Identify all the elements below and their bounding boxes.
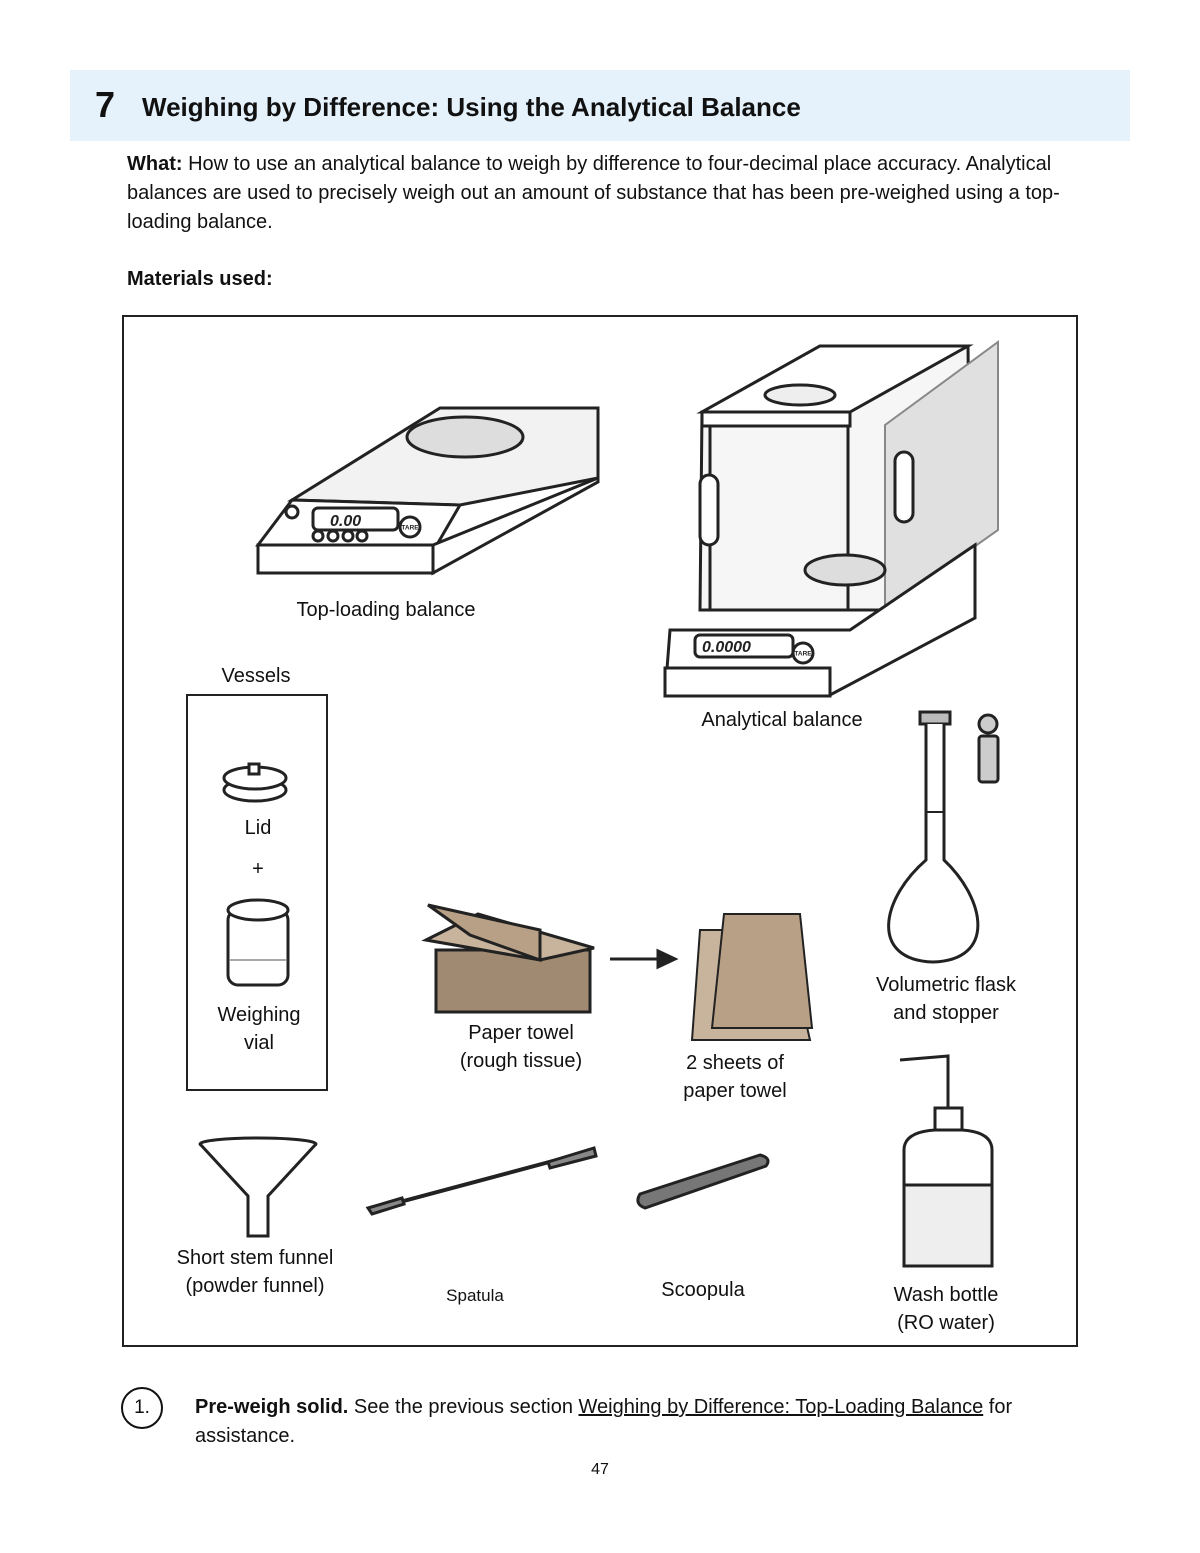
scoopula-illustration: [636, 1153, 770, 1210]
funnel-line2: (powder funnel): [185, 1275, 325, 1297]
step-1-text-before: See the previous section: [348, 1396, 579, 1418]
scoopula-label: Scoopula: [661, 1279, 745, 1301]
lid-label: Lid: [244, 817, 272, 839]
lid-illustration: [222, 762, 288, 803]
materials-heading: Materials used:: [127, 268, 273, 290]
flask-label: Volumetric flask and stopper: [876, 971, 1016, 1027]
section-number: 7: [95, 84, 116, 125]
analytical-balance-label: Analytical balance: [701, 709, 863, 731]
step-1-text: Pre-weigh solid. See the previous sectio…: [195, 1393, 1075, 1451]
weighing-vial-illustration: [226, 898, 290, 987]
arrow-head: [656, 948, 679, 970]
vessels-frame: [186, 694, 328, 1091]
section-header: 7 Weighing by Difference: Using the Anal…: [70, 70, 1130, 141]
funnel-line1: Short stem funnel: [176, 1247, 334, 1269]
materials-figure-frame: [122, 315, 1078, 1347]
two-sheets-illustration: [690, 913, 814, 1041]
two-sheets-label: 2 sheets of paper towel: [683, 1049, 786, 1105]
step-number-badge: 1.: [121, 1387, 163, 1429]
analytical-balance-illustration: TARE 0.0000: [663, 340, 999, 698]
page-number: 47: [591, 1461, 609, 1478]
funnel-illustration: [198, 1136, 318, 1238]
weighing-vial-label: Weighing vial: [217, 1001, 300, 1057]
what-text: How to use an analytical balance to weig…: [127, 153, 1060, 233]
top-loading-balance-label: Top-loading balance: [296, 599, 476, 621]
what-label: What:: [127, 153, 183, 175]
volumetric-flask-illustration: [887, 710, 980, 964]
flask-line1: Volumetric flask: [875, 974, 1017, 996]
wash-bottle-line2: (RO water): [897, 1312, 995, 1334]
analytical-display: 0.0000: [702, 639, 751, 656]
step-1-bold: Pre-weigh solid.: [195, 1396, 349, 1418]
paper-towel-illustration: [421, 903, 595, 1014]
vial-label-line1: Weighing: [217, 1004, 301, 1026]
paper-towel-line2: (rough tissue): [459, 1050, 583, 1072]
top-loading-display: 0.00: [330, 513, 361, 530]
vessels-heading: Vessels: [221, 665, 291, 687]
spatula-label: Spatula: [446, 1286, 504, 1305]
two-sheets-line1: 2 sheets of: [686, 1052, 784, 1074]
wash-bottle-line1: Wash bottle: [893, 1284, 999, 1306]
wash-bottle-label: Wash bottle (RO water): [894, 1281, 999, 1337]
plus-sign: +: [252, 858, 264, 880]
spatula-illustration: [365, 1146, 598, 1216]
wash-bottle-illustration: [899, 1054, 994, 1268]
top-loading-tare-label: TARE: [401, 525, 419, 532]
vial-label-line2: vial: [243, 1032, 274, 1054]
step-1-link[interactable]: Weighing by Difference: Top-Loading Bala…: [578, 1396, 984, 1418]
intro-paragraph: What: How to use an analytical balance t…: [127, 150, 1087, 237]
stopper-illustration: [977, 713, 1000, 784]
funnel-label: Short stem funnel (powder funnel): [177, 1244, 334, 1300]
analytical-tare-label: TARE: [794, 651, 812, 658]
two-sheets-line2: paper towel: [683, 1080, 787, 1102]
flask-line2: and stopper: [893, 1002, 999, 1024]
paper-towel-line1: Paper towel: [468, 1022, 574, 1044]
paper-towel-label: Paper towel (rough tissue): [460, 1019, 582, 1075]
step-1-text-after: for assistance.: [195, 1396, 1013, 1447]
top-loading-balance-illustration: TARE 0.00: [255, 406, 600, 576]
section-title: Weighing by Difference: Using the Analyt…: [142, 92, 801, 122]
